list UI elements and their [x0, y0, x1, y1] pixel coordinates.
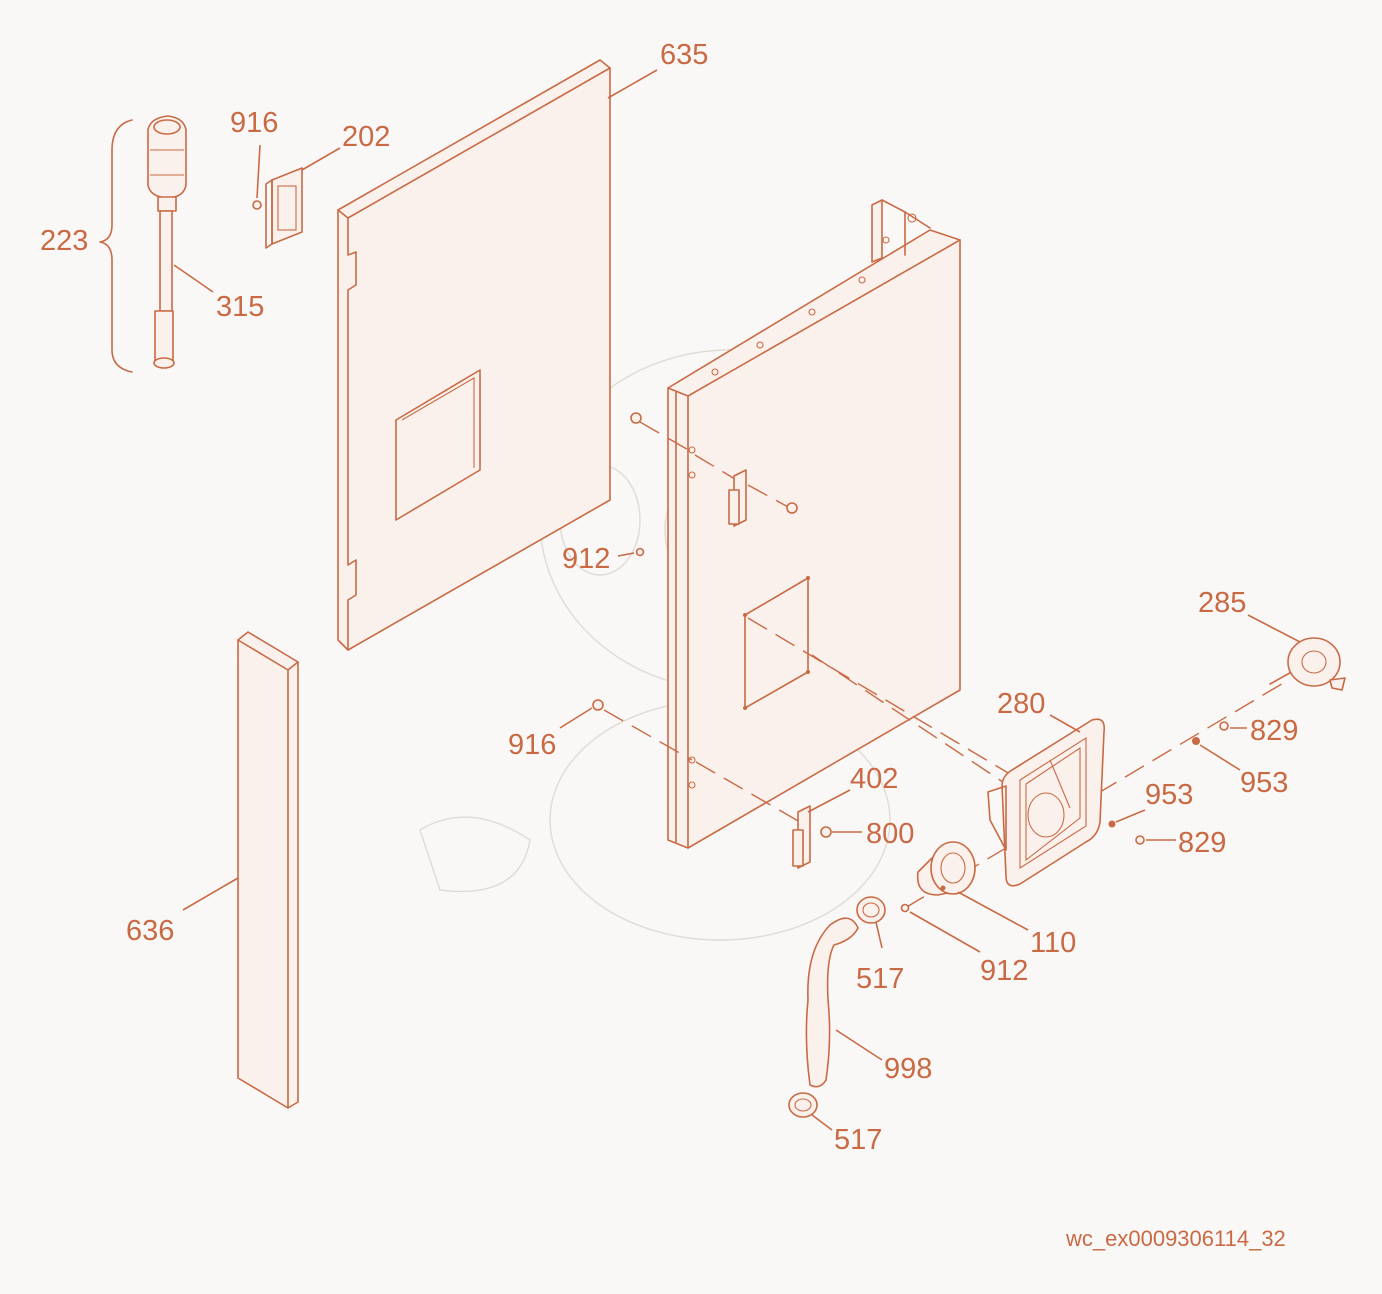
callout-517-upper: 517	[856, 963, 904, 995]
part-110-bushing	[916, 841, 1029, 931]
part-285-knob	[1247, 614, 1346, 691]
callout-280: 280	[997, 688, 1045, 720]
part-636-strip	[182, 631, 299, 1109]
lower-hinge	[559, 699, 862, 869]
part-912-screw-upper	[617, 547, 645, 557]
callout-402: 402	[850, 763, 898, 795]
callout-998: 998	[884, 1053, 932, 1085]
callout-953-left: 953	[1145, 779, 1193, 811]
part-517-998-hose	[788, 896, 886, 1131]
part-280-flange	[987, 714, 1106, 887]
callout-635: 635	[660, 39, 708, 71]
drawing-id: wc_ex0009306114_32	[1065, 1226, 1286, 1251]
callout-223: 223	[40, 225, 88, 257]
main-housing-panel	[667, 199, 961, 849]
callout-912-lower: 912	[980, 955, 1028, 987]
callout-285: 285	[1198, 587, 1246, 619]
callout-829-upper: 829	[1250, 715, 1298, 747]
part-635-side-panel	[337, 59, 658, 651]
callout-110: 110	[1030, 927, 1076, 959]
callout-916-upper: 916	[230, 107, 278, 139]
callout-labels: 635 916 202 223 315 912 285 280 829 953 …	[40, 39, 1298, 1251]
callout-517-lower: 517	[834, 1124, 882, 1156]
callout-202: 202	[342, 121, 390, 153]
callout-953-right: 953	[1240, 767, 1288, 799]
part-829-953-screws	[1108, 721, 1247, 845]
callout-829-lower: 829	[1178, 827, 1226, 859]
callout-912-upper: 912	[562, 543, 610, 575]
callout-315: 315	[216, 291, 264, 323]
upper-hinge	[630, 412, 798, 527]
part-912-screw-lower	[900, 903, 981, 953]
part-202-bracket	[252, 144, 341, 249]
callout-800: 800	[866, 818, 914, 850]
part-223-rod-assembly	[99, 115, 214, 373]
callout-636: 636	[126, 915, 174, 947]
callout-916-lower: 916	[508, 729, 556, 761]
